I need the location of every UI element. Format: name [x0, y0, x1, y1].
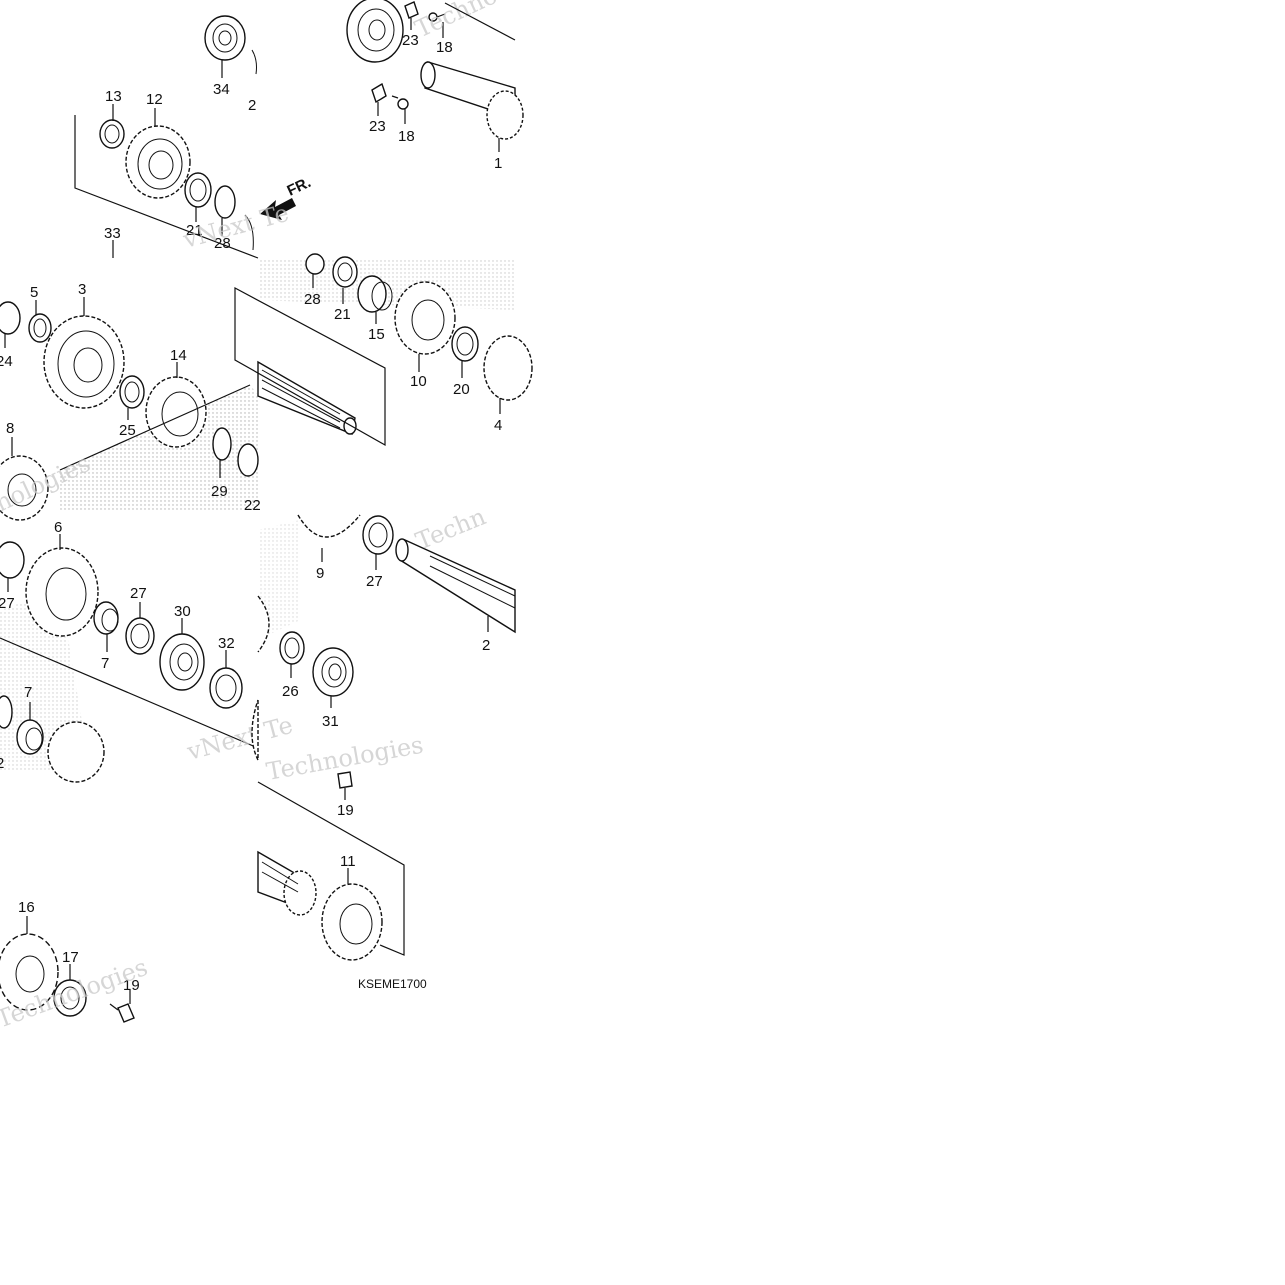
- bearing-top: [346, 0, 404, 63]
- plate-17: [53, 964, 87, 1017]
- callout-15: 15: [368, 326, 385, 343]
- bearing-34: [204, 15, 246, 78]
- tile-bottom-right: 19 Technologies 11 KSEME1700: [257, 731, 427, 991]
- callout-8: 8: [6, 420, 14, 437]
- tile-top-right: 23 18 Techno 23 18 1: [346, 0, 524, 172]
- callout-32: 32: [218, 635, 235, 652]
- callout-7-b: 7: [24, 684, 32, 701]
- callout-18-top: 18: [436, 39, 453, 56]
- callout-33: 33: [104, 225, 121, 242]
- callout-11: 11: [340, 853, 356, 870]
- bolt-18-low: [391, 95, 409, 124]
- plate-23-low: [371, 82, 387, 116]
- callout-4: 4: [494, 417, 502, 434]
- callout-28-b: 28: [304, 291, 321, 308]
- callout-2: 2: [482, 637, 490, 654]
- callout-31: 31: [322, 713, 339, 730]
- washer-27-b: [125, 602, 155, 655]
- callout-1: 1: [494, 155, 502, 172]
- callout-2: 2: [248, 97, 256, 114]
- bushing-7-a: [93, 601, 119, 652]
- callout-16: 16: [18, 899, 35, 916]
- callout-23-top: 23: [402, 32, 419, 49]
- callout-14: 14: [170, 347, 187, 364]
- callout-20: 20: [453, 381, 470, 398]
- tile-lower-left: 27 6 7 27 30: [0, 519, 296, 783]
- washer-25: [119, 375, 145, 420]
- bolt-18-top: [428, 12, 446, 38]
- callout-29: 29: [211, 483, 228, 500]
- callout-27-c: 27: [366, 573, 383, 590]
- callout-28: 28: [214, 235, 231, 252]
- seal-32: [209, 650, 243, 709]
- bushing-5: [28, 300, 52, 343]
- diagram-code: KSEME1700: [358, 977, 427, 991]
- bolt-19-a: [337, 771, 353, 800]
- washer-21-b: [332, 256, 358, 304]
- gear-8: [0, 437, 49, 521]
- callout-27-b: 27: [130, 585, 147, 602]
- gear-6: [25, 534, 99, 637]
- circlip-28: [214, 185, 236, 236]
- gear-10: [394, 281, 456, 372]
- sprocket-16: [0, 916, 59, 1011]
- tile-top-left: 34 2 13 12 21 28 33: [74, 15, 314, 259]
- callout-9: 9: [316, 565, 324, 582]
- gear-11: [321, 868, 383, 961]
- gear-12: [125, 108, 191, 199]
- bushing-13: [99, 104, 125, 149]
- callout-18-low: 18: [398, 128, 415, 145]
- callout-22: 22: [244, 497, 261, 514]
- gear-9: [297, 514, 361, 562]
- callout-6: 6: [54, 519, 62, 536]
- callout-19-b: 19: [123, 977, 140, 994]
- callout-13: 13: [105, 88, 122, 105]
- washer-20: [451, 326, 479, 378]
- tile-bottom-left: 16 17 19 Technologies: [0, 899, 151, 1034]
- shaft-lower: [257, 850, 317, 916]
- watermark-fragment: Techno: [411, 0, 502, 43]
- mainshaft: [257, 360, 357, 435]
- callout-7-a: 7: [101, 655, 109, 672]
- washer-26: [279, 631, 305, 678]
- callout-27-a: 27: [0, 595, 15, 612]
- circlip-29: [212, 427, 232, 478]
- washer-27-c: [362, 515, 394, 570]
- tile-middle-right: 28 21 15 10 20 4: [234, 253, 533, 447]
- callout-3: 3: [78, 281, 86, 298]
- gear-3: [43, 297, 125, 409]
- front-arrow-icon: [260, 198, 296, 220]
- gear-14: [145, 362, 207, 448]
- watermark-fragment: Techn: [412, 502, 490, 555]
- callout-10: 10: [410, 373, 427, 390]
- callout-12: 12: [146, 91, 163, 108]
- callout-34: 34: [213, 81, 230, 98]
- plate-23-top: [404, 1, 419, 30]
- gear-4: [483, 335, 533, 414]
- bushing-7-b: [16, 702, 44, 755]
- needle-bearing-15: [357, 275, 393, 324]
- bearing-30: [159, 618, 205, 691]
- callout-24: 24: [0, 353, 13, 370]
- callout-2-lower-left: 2: [0, 755, 4, 772]
- callout-19-a: 19: [337, 802, 354, 819]
- bearing-31: [312, 647, 354, 708]
- callout-26: 26: [282, 683, 299, 700]
- bolt-19-b: [109, 990, 135, 1023]
- callout-23-low: 23: [369, 118, 386, 135]
- callout-21-b: 21: [334, 306, 351, 323]
- shaft-1: [420, 61, 524, 152]
- front-arrow-label: FR.: [285, 174, 314, 200]
- callout-30: 30: [174, 603, 191, 620]
- circlip-28-b: [305, 253, 325, 288]
- countershaft-2: [395, 538, 516, 634]
- tile-lower-right: 9 27 2 Techn 26 31: [251, 502, 516, 761]
- washer-21: [184, 172, 212, 222]
- callout-17: 17: [62, 949, 79, 966]
- callout-5: 5: [30, 284, 38, 301]
- callout-25: 25: [119, 422, 136, 439]
